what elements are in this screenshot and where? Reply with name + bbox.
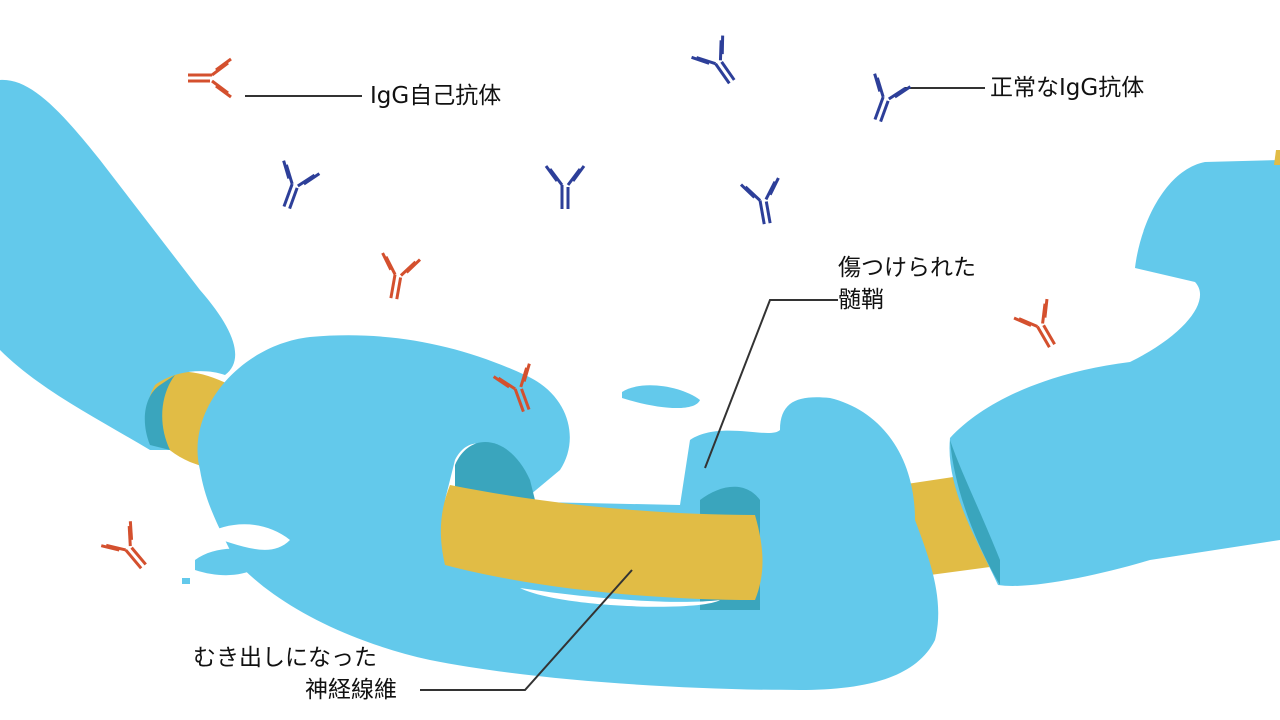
normal-antibody-group xyxy=(267,34,912,229)
leader-lines xyxy=(245,87,985,691)
label-autoantibody: IgG自己抗体 xyxy=(370,83,502,109)
leader-exposed-axon xyxy=(420,569,633,691)
myelin-left xyxy=(0,79,236,451)
autoantibody-icon xyxy=(373,251,422,304)
myelin-white-gap xyxy=(205,524,290,550)
normal-antibody-icon xyxy=(739,176,788,229)
myelin-left-shadow xyxy=(144,375,175,450)
label-exposed-axon-line2: 神経線維 xyxy=(305,677,397,703)
autoantibody-icon xyxy=(99,519,160,581)
autoantibody-icon xyxy=(186,57,233,99)
myelin-right xyxy=(949,160,1280,586)
label-exposed-axon-line1: むき出しになった xyxy=(193,645,377,671)
normal-antibody-icon xyxy=(858,72,912,129)
normal-antibody-icon xyxy=(544,164,586,211)
axon-gap xyxy=(520,588,720,607)
label-damaged-myelin-line1: 傷つけられた xyxy=(838,255,976,281)
normal-antibody-icon xyxy=(267,159,321,216)
autoantibody-icon xyxy=(1012,297,1070,357)
myelin-debris xyxy=(182,543,265,584)
axon-center xyxy=(440,485,763,600)
myelin-right-shadow xyxy=(950,440,1000,585)
axon-tip xyxy=(1274,150,1280,165)
myelin-fragment xyxy=(622,385,700,409)
normal-antibody-icon xyxy=(690,34,749,95)
label-normal-antibody: 正常なIgG抗体 xyxy=(990,75,1145,101)
myelin-inner-shadow xyxy=(455,442,535,500)
label-damaged-myelin-line2: 髄鞘 xyxy=(838,287,884,313)
leader-damaged-myelin xyxy=(704,299,838,469)
